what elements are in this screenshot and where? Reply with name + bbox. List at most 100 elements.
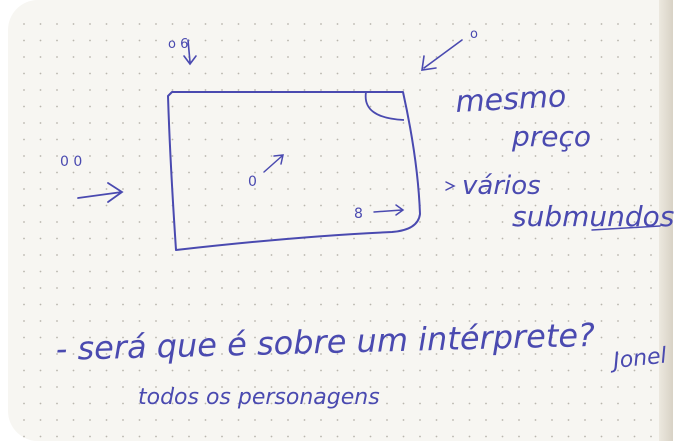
- grid-dot: [633, 72, 636, 75]
- grid-dot: [56, 122, 58, 124]
- grid-dot: [452, 72, 454, 75]
- grid-dot: [303, 89, 306, 91]
- grid-dot: [221, 89, 223, 91]
- grid-dot: [584, 419, 586, 421]
- grid-dot: [551, 155, 553, 157]
- grid-dot: [419, 39, 421, 42]
- grid-dot: [105, 204, 108, 207]
- grid-dot: [320, 303, 322, 306]
- grid-dot: [584, 188, 586, 190]
- grid-dot: [270, 23, 273, 25]
- paper-sheet: [8, 0, 673, 441]
- grid-dot: [386, 237, 388, 240]
- grid-dot: [72, 188, 75, 190]
- grid-dot: [56, 402, 58, 405]
- grid-dot: [369, 254, 372, 256]
- grid-dot: [56, 72, 58, 75]
- grid-dot: [650, 320, 652, 322]
- grid-dot: [617, 435, 619, 438]
- grid-dot: [221, 23, 223, 25]
- grid-dot: [485, 419, 487, 421]
- grid-dot: [353, 320, 355, 322]
- grid-dot: [534, 188, 537, 190]
- grid-dot: [468, 369, 471, 372]
- grid-dot: [600, 237, 603, 240]
- grid-dot: [501, 237, 504, 240]
- grid-dot: [402, 204, 405, 207]
- grid-dot: [39, 237, 42, 240]
- grid-dot: [452, 419, 454, 421]
- grid-dot: [402, 303, 405, 306]
- grid-dot: [419, 386, 421, 388]
- grid-dot: [567, 419, 570, 421]
- grid-dot: [138, 353, 141, 355]
- grid-dot: [534, 402, 537, 405]
- grid-dot: [171, 336, 174, 339]
- grid-dot: [402, 353, 405, 355]
- grid-dot: [518, 89, 520, 91]
- grid-dot: [320, 188, 322, 190]
- grid-dot: [336, 204, 339, 207]
- grid-dot: [468, 155, 471, 157]
- grid-dot: [567, 303, 570, 306]
- grid-dot: [386, 254, 388, 256]
- grid-dot: [567, 204, 570, 207]
- grid-dot: [402, 270, 405, 273]
- grid-dot: [452, 237, 454, 240]
- grid-dot: [138, 39, 141, 42]
- grid-dot: [435, 39, 438, 42]
- grid-dot: [501, 270, 504, 273]
- grid-dot: [122, 353, 124, 355]
- grid-dot: [39, 435, 42, 438]
- grid-dot: [39, 171, 42, 174]
- grid-dot: [518, 56, 520, 58]
- grid-dot: [600, 138, 603, 141]
- grid-dot: [369, 204, 372, 207]
- top-tiny-label: o 6: [168, 37, 188, 52]
- grid-dot: [270, 435, 273, 438]
- grid-dot: [336, 369, 339, 372]
- grid-dot: [237, 320, 240, 322]
- grid-dot: [386, 39, 388, 42]
- grid-dot: [39, 204, 42, 207]
- grid-dot: [617, 105, 619, 108]
- grid-dot: [369, 303, 372, 306]
- grid-dot: [617, 237, 619, 240]
- grid-dot: [188, 23, 190, 25]
- grid-dot: [23, 270, 25, 273]
- grid-dot: [419, 419, 421, 421]
- grid-dot: [237, 171, 240, 174]
- grid-dot: [39, 353, 42, 355]
- grid-dot: [171, 122, 174, 124]
- grid-dot: [551, 254, 553, 256]
- grid-dot: [138, 171, 141, 174]
- grid-dot: [386, 303, 388, 306]
- grid-dot: [617, 56, 619, 58]
- grid-dot: [39, 89, 42, 91]
- grid-dot: [270, 320, 273, 322]
- grid-dot: [534, 23, 537, 25]
- grid-dot: [122, 171, 124, 174]
- grid-dot: [386, 270, 388, 273]
- grid-dot: [23, 56, 25, 58]
- grid-dot: [320, 171, 322, 174]
- grid-dot: [633, 320, 636, 322]
- grid-dot: [419, 254, 421, 256]
- grid-dot: [567, 138, 570, 141]
- grid-dot: [633, 105, 636, 108]
- grid-dot: [138, 23, 141, 25]
- grid-dot: [402, 105, 405, 108]
- grid-dot: [353, 171, 355, 174]
- right-line-1: mesmo: [455, 79, 568, 120]
- grid-dot: [303, 171, 306, 174]
- grid-dot: [237, 336, 240, 339]
- grid-dot: [501, 221, 504, 223]
- grid-dot: [501, 303, 504, 306]
- grid-dot: [369, 402, 372, 405]
- grid-dot: [452, 204, 454, 207]
- grid-dot: [39, 56, 42, 58]
- grid-dot: [353, 105, 355, 108]
- grid-dot: [485, 369, 487, 372]
- grid-dot: [56, 419, 58, 421]
- grid-dot: [204, 155, 207, 157]
